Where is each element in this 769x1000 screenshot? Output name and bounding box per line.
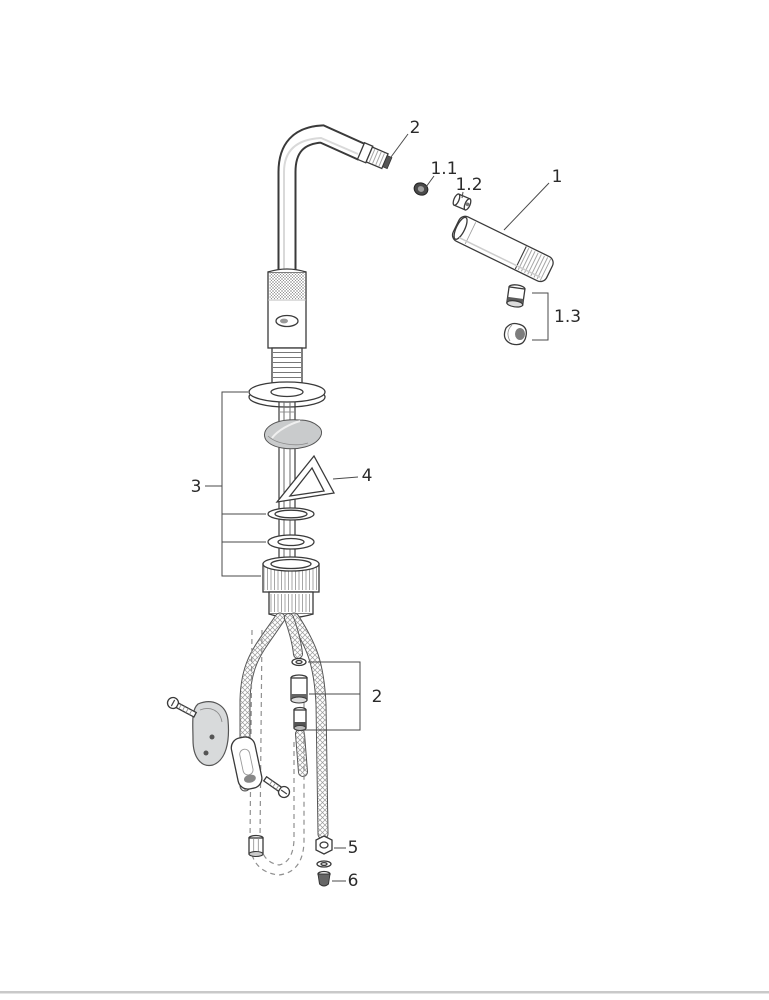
small-washer (316, 860, 332, 868)
hose-holder (230, 736, 263, 790)
union-nut (315, 835, 333, 855)
callout-label-coupling-set: 1.3 (554, 307, 581, 327)
braided-hoses (239, 612, 329, 840)
hose-connector-set (290, 657, 308, 732)
check-valve-insert (413, 182, 429, 196)
mounting-clamp (192, 701, 230, 767)
non-return-valve (317, 870, 331, 887)
pull-out-spray-head (451, 215, 554, 283)
ribbed-base-nut (268, 591, 314, 619)
handle-lever (264, 419, 322, 450)
footer-divider (0, 991, 769, 994)
faucet-spout (277, 124, 366, 274)
callout-label-check-valve: 1.1 (430, 159, 457, 179)
threaded-mounting-ring (262, 556, 320, 593)
escutcheon-flange (248, 381, 326, 408)
o-ring (267, 534, 315, 550)
callout-label-stabilizer: 4 (362, 466, 373, 486)
callout-label-adapter: 1.2 (455, 175, 482, 195)
mounting-screw-top (166, 696, 198, 718)
callout-label-mounting-set: 3 (191, 477, 202, 497)
hose-end-fitting (248, 834, 264, 858)
callout-label-valve: 6 (348, 871, 359, 891)
hose-elbow-holder (503, 322, 527, 346)
callout-label-union-nut: 5 (348, 838, 359, 858)
mounting-screw-bottom (262, 775, 291, 799)
callout-label-spout-mousseur: 2 (410, 118, 421, 138)
bellows-section (271, 347, 303, 389)
hose-coupling (506, 284, 526, 308)
flat-washer (267, 507, 315, 521)
spout-mousseur (356, 141, 393, 170)
adapter-nipple (452, 193, 472, 211)
faucet-body (267, 268, 307, 349)
stabilizer-bracket (275, 454, 336, 503)
callout-label-spray-head: 1 (552, 167, 563, 187)
callout-label-connector-set: 2 (372, 687, 383, 707)
